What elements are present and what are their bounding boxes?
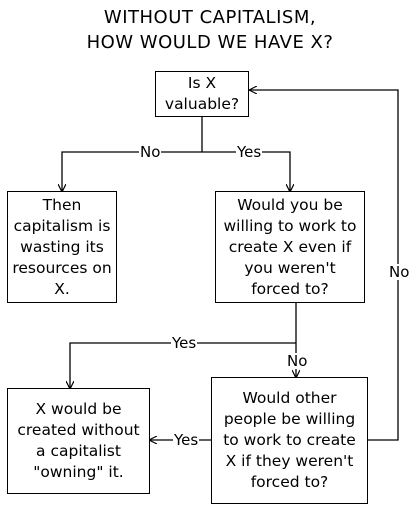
- node-text-line: a capitalist: [36, 442, 121, 460]
- label-yes-bottom: Yes: [173, 431, 200, 449]
- node-text-line: forced to?: [250, 473, 329, 491]
- node-text-line: wasting its: [20, 237, 104, 256]
- label-no-right: No: [388, 263, 411, 281]
- node-text-line: Would other: [242, 389, 337, 407]
- node-text-line: willing to work to: [223, 216, 357, 235]
- label-no-middle: No: [286, 352, 309, 370]
- diagram-title-line-1: WITHOUT CAPITALISM,: [103, 7, 317, 28]
- node-text-line: X if they weren't: [225, 452, 354, 470]
- node-text-line: Is X: [187, 74, 217, 92]
- node-text-line: Then: [42, 195, 82, 214]
- node-text-line: forced to?: [251, 279, 329, 298]
- node-x-created-without-capitalist: X would be created without a capitalist …: [7, 388, 150, 494]
- node-text-line: resources on: [12, 258, 112, 277]
- node-text-line: X would be: [35, 400, 122, 418]
- node-text-line: X.: [54, 279, 70, 298]
- connector-no-to-wasting: [62, 151, 202, 191]
- node-would-other-people-be-willing: Would other people be willing to work to…: [211, 377, 368, 504]
- node-would-you-be-willing: Would you be willing to work to create X…: [215, 191, 365, 303]
- node-text-line: capitalism is: [13, 216, 111, 235]
- node-text-line: create X even if: [228, 237, 352, 256]
- node-text-line: people be willing: [223, 410, 356, 428]
- node-is-x-valuable: Is X valuable?: [155, 71, 249, 117]
- node-text-line: created without: [17, 421, 140, 439]
- label-yes-middle: Yes: [171, 334, 198, 352]
- node-text-line: to work to create: [223, 431, 356, 449]
- node-text-line: you weren't: [244, 258, 336, 277]
- node-text-line: "owning" it.: [33, 463, 124, 481]
- diagram-title-line-2: HOW WOULD WE HAVE X?: [86, 32, 334, 53]
- node-text-line: Would you be: [237, 195, 343, 214]
- node-text-line: valuable?: [164, 95, 240, 113]
- connector-yes-to-created: [70, 342, 296, 388]
- label-no-top: No: [139, 143, 162, 161]
- node-capitalism-wasting-resources: Then capitalism is wasting its resources…: [7, 191, 117, 303]
- label-yes-top: Yes: [236, 143, 263, 161]
- connector-yes-to-willing-you: [202, 151, 290, 191]
